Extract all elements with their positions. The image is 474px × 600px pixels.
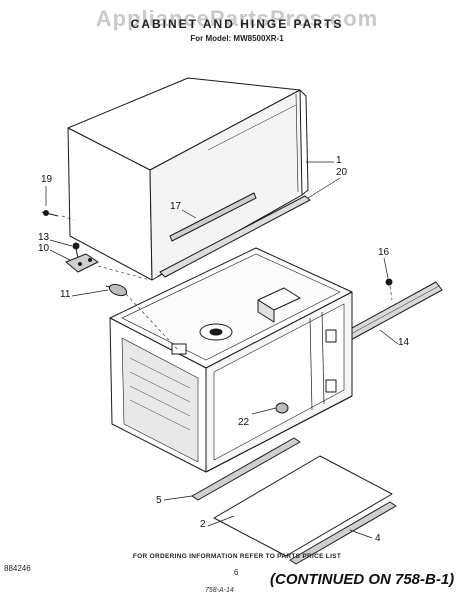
chassis-frame	[109, 247, 353, 473]
screw-part-16	[385, 278, 393, 286]
callout-5: 5	[156, 495, 162, 506]
bottom-plate-part-2	[213, 455, 393, 557]
watermark: AppliancePartsPros.com	[95, 6, 379, 31]
page-number: 6	[234, 568, 239, 577]
cabinet-wrapper	[67, 77, 309, 281]
callout-2: 2	[200, 519, 206, 530]
leader-lines	[45, 161, 399, 539]
cabinet-rail-strip	[159, 195, 311, 278]
model-line: For Model: MW8500XR-1	[190, 34, 284, 43]
callout-16: 16	[378, 247, 390, 258]
diagram-title: CABINET AND HINGE PARTS	[130, 17, 344, 31]
continued-note: (CONTINUED ON 758-B-1)	[270, 571, 455, 588]
callout-19: 19	[41, 174, 53, 185]
callout-10: 10	[38, 243, 50, 254]
hinge-pin-part-11	[105, 283, 128, 297]
screw-part-19	[41, 210, 59, 217]
bottom-strip-part-4	[289, 501, 397, 565]
support-bar	[169, 192, 257, 242]
bottom-strip-part-5	[191, 437, 301, 501]
callout-4: 4	[375, 533, 381, 544]
handwritten-note: 758-A-14	[205, 587, 234, 594]
assembly-lines	[61, 215, 393, 351]
ordering-note: FOR ORDERING INFORMATION REFER TO PARTS …	[132, 553, 342, 560]
callout-14: 14	[398, 337, 410, 348]
callout-20: 20	[336, 167, 348, 178]
callout-11: 11	[60, 289, 71, 300]
document-number: 884246	[4, 564, 31, 573]
callout-22: 22	[238, 417, 250, 428]
callout-17: 17	[170, 201, 182, 212]
hinge-bracket	[65, 242, 99, 273]
callout-1: 1	[336, 155, 342, 166]
callout-13: 13	[38, 232, 50, 243]
